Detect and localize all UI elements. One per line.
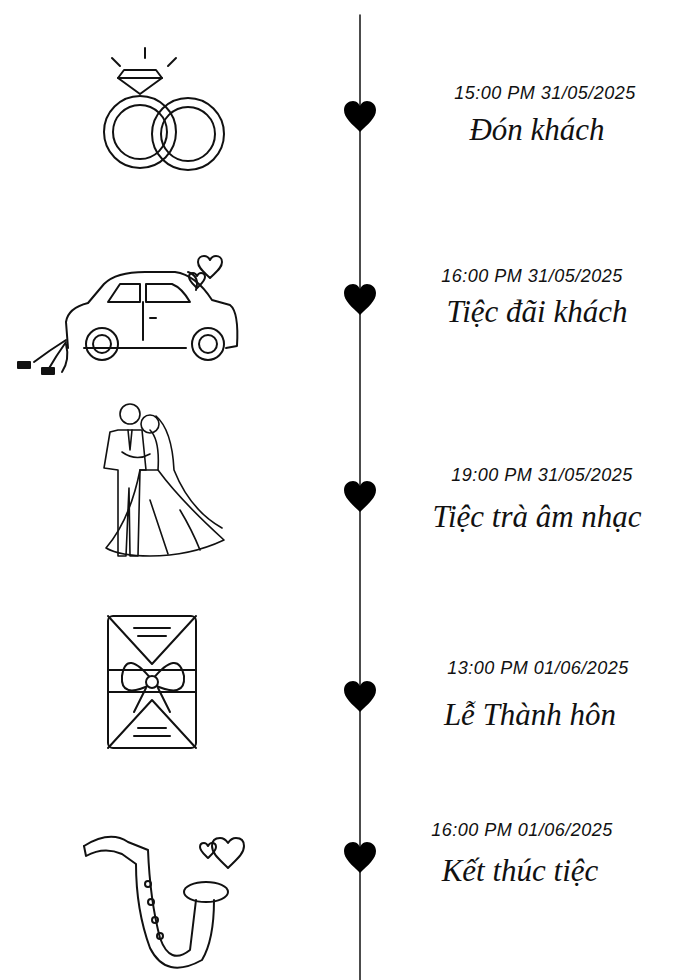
event-label: Tiệc trà âm nhạc — [432, 499, 641, 535]
time-label: 13:00 PM 01/06/2025 — [447, 658, 629, 679]
time-label: 15:00 PM 31/05/2025 — [454, 83, 636, 104]
event-label: Đón khách — [469, 112, 604, 148]
time-label: 19:00 PM 31/05/2025 — [451, 465, 633, 486]
time-label: 16:00 PM 01/06/2025 — [431, 820, 613, 841]
couple-icon — [104, 404, 224, 556]
event-label: Lễ Thành hôn — [444, 697, 616, 733]
rings-icon — [104, 48, 224, 170]
car-icon — [18, 256, 237, 374]
heart-markers — [344, 101, 376, 873]
gift-icon — [108, 616, 196, 748]
event-label: Tiệc đãi khách — [447, 294, 628, 330]
time-label: 16:00 PM 31/05/2025 — [441, 266, 623, 287]
event-label: Kết thúc tiệc — [442, 853, 599, 889]
saxophone-icon — [84, 837, 244, 968]
